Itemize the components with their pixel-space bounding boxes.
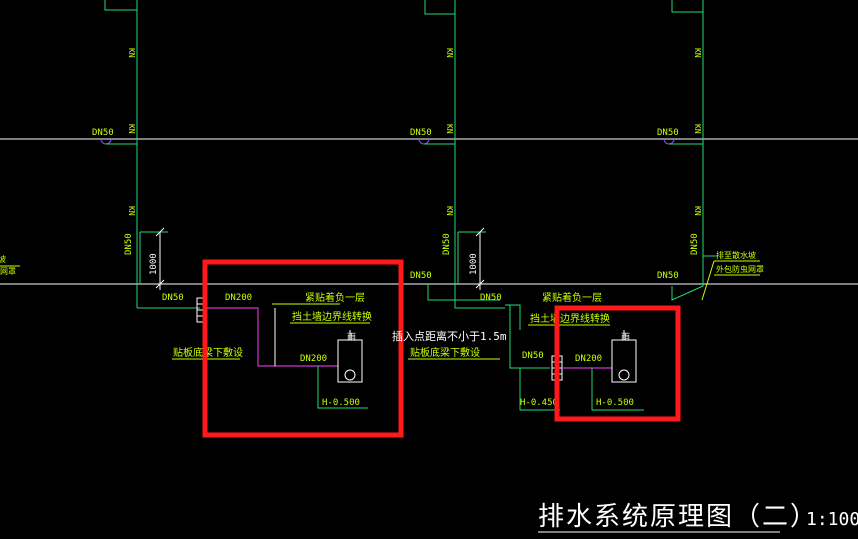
elevation-label: H-0.500 <box>322 398 360 408</box>
kn-label: KN <box>693 206 702 216</box>
note-under-slab: 贴板底梁下敷设 <box>173 346 243 359</box>
pump-pit-left <box>196 297 368 409</box>
dn200-label: DN200 <box>575 354 602 364</box>
dn50-label: DN50 <box>162 293 184 303</box>
note-wall-boundary: 挡土墙边界线转换 <box>292 310 372 323</box>
note-tight-b1: 紧贴着负一层 <box>542 291 602 304</box>
riser-left <box>100 0 200 309</box>
dn50-label: DN50 <box>442 233 452 255</box>
note-under-slab: 贴板底梁下敷设 <box>410 346 480 359</box>
kn-label: KN <box>127 206 136 216</box>
edge-note-b: 网罩 <box>0 267 16 276</box>
dn200-label: DN200 <box>300 354 327 364</box>
rain-label: 雨 <box>621 332 630 343</box>
note-insect-screen: 外包防虫网罩 <box>716 264 764 274</box>
kn-label: KN <box>693 124 702 134</box>
kn-label: KN <box>445 48 454 58</box>
dimension-1000: 1000 <box>469 253 479 275</box>
rain-label: 雨 <box>347 332 356 343</box>
dn50-label: DN50 <box>92 128 114 138</box>
dn50-label: DN50 <box>124 233 134 255</box>
kn-label: KN <box>445 124 454 134</box>
elevation-label: H-0.450 <box>520 398 558 408</box>
dn50-label: DN50 <box>657 271 679 281</box>
highlight-box-right <box>554 305 681 422</box>
kn-label: KN <box>445 206 454 216</box>
dn50-label: DN50 <box>410 271 432 281</box>
drawing-title: 排水系统原理图（二） <box>538 502 818 532</box>
note-insert-distance: 插入点距离不小于1.5m <box>392 329 507 343</box>
edge-note-a: 坡 <box>0 254 6 264</box>
kn-label: KN <box>127 48 136 58</box>
note-to-apron: 排至散水坡 <box>716 250 756 260</box>
dn50-label: DN50 <box>657 128 679 138</box>
riser-middle <box>418 0 521 330</box>
kn-label: KN <box>127 124 136 134</box>
note-wall-boundary: 挡土墙边界线转换 <box>530 312 610 325</box>
drawing-scale: 1:100 <box>806 509 858 530</box>
dn50-label: DN50 <box>410 128 432 138</box>
dn200-label: DN200 <box>225 293 252 303</box>
elevation-label: H-0.500 <box>596 398 634 408</box>
dn50-label: DN50 <box>480 293 502 303</box>
riser-right <box>663 0 718 301</box>
kn-label: KN <box>693 48 702 58</box>
dn50-label: DN50 <box>690 233 700 255</box>
dimension-1000: 1000 <box>149 253 159 275</box>
highlight-box-left <box>202 259 404 438</box>
note-tight-b1: 紧贴着负一层 <box>305 291 365 304</box>
ejector-middle <box>509 305 644 411</box>
dn50-label: DN50 <box>522 351 544 361</box>
